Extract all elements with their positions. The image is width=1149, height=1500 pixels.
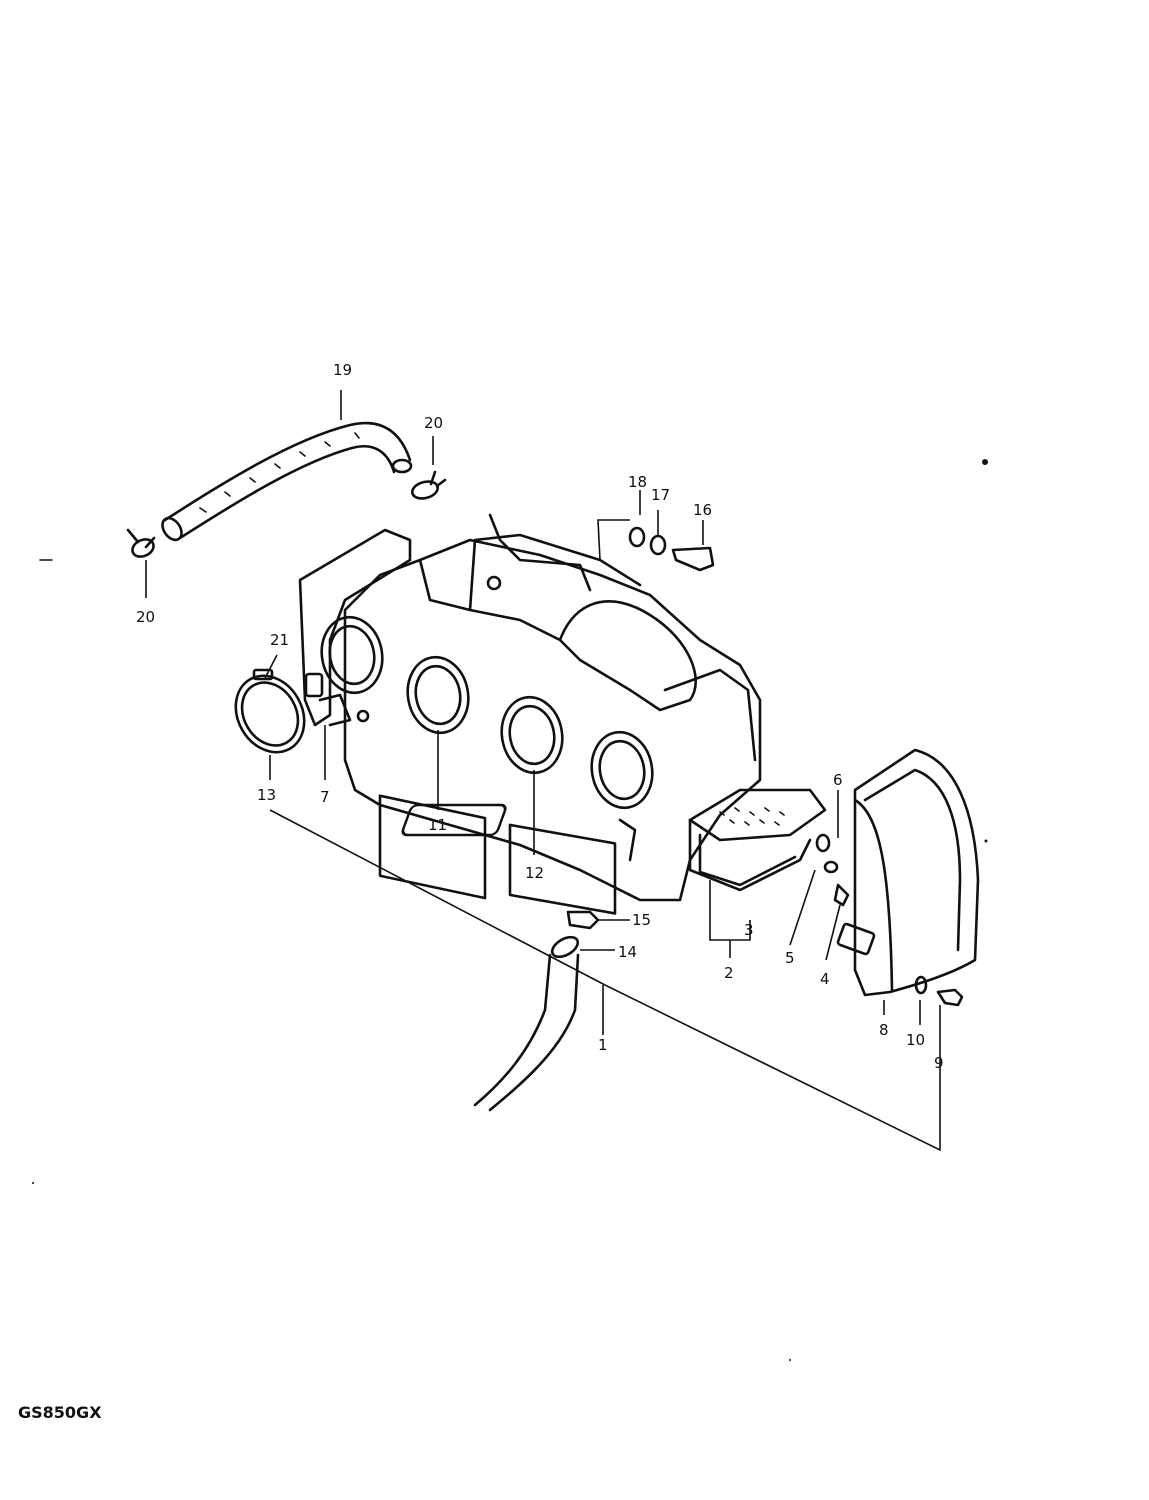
leader-lines — [145, 390, 941, 1152]
callout-8: 8 — [879, 1021, 889, 1039]
callout-12: 12 — [525, 864, 544, 882]
callout-17: 17 — [651, 486, 670, 504]
callout-labels: 19 20 20 21 13 7 11 12 15 14 1 3 2 5 4 6… — [136, 361, 944, 1072]
callout-19: 19 — [333, 361, 352, 379]
hose-clip-right — [410, 470, 447, 500]
scan-specks — [32, 459, 988, 1361]
callout-7: 7 — [320, 788, 330, 806]
callout-13: 13 — [257, 786, 276, 804]
callout-18: 18 — [628, 473, 647, 491]
clamp-band — [234, 668, 306, 754]
callout-15: 15 — [632, 911, 651, 929]
callout-1: 1 — [598, 1036, 608, 1054]
case-bracket-left — [298, 528, 412, 727]
small-hardware — [473, 526, 964, 1112]
callout-21: 21 — [270, 631, 289, 649]
callout-14: 14 — [618, 943, 637, 961]
model-code-label: GS850GX — [18, 1403, 102, 1422]
callout-20-left: 20 — [136, 608, 155, 626]
callout-6: 6 — [833, 771, 843, 789]
callout-5: 5 — [785, 949, 795, 967]
breather-hose — [161, 421, 413, 542]
callout-2: 2 — [724, 964, 734, 982]
callout-11: 11 — [428, 816, 447, 834]
side-cover — [836, 748, 980, 997]
callout-4: 4 — [820, 970, 830, 988]
callout-10: 10 — [906, 1031, 925, 1049]
air-cleaner-case — [343, 513, 762, 915]
hose-clip-left — [126, 528, 156, 558]
callout-9: 9 — [934, 1054, 944, 1072]
callout-20-right: 20 — [424, 414, 443, 432]
callout-3: 3 — [744, 921, 754, 939]
air-filter-element — [401, 788, 827, 892]
callout-16: 16 — [693, 501, 712, 519]
